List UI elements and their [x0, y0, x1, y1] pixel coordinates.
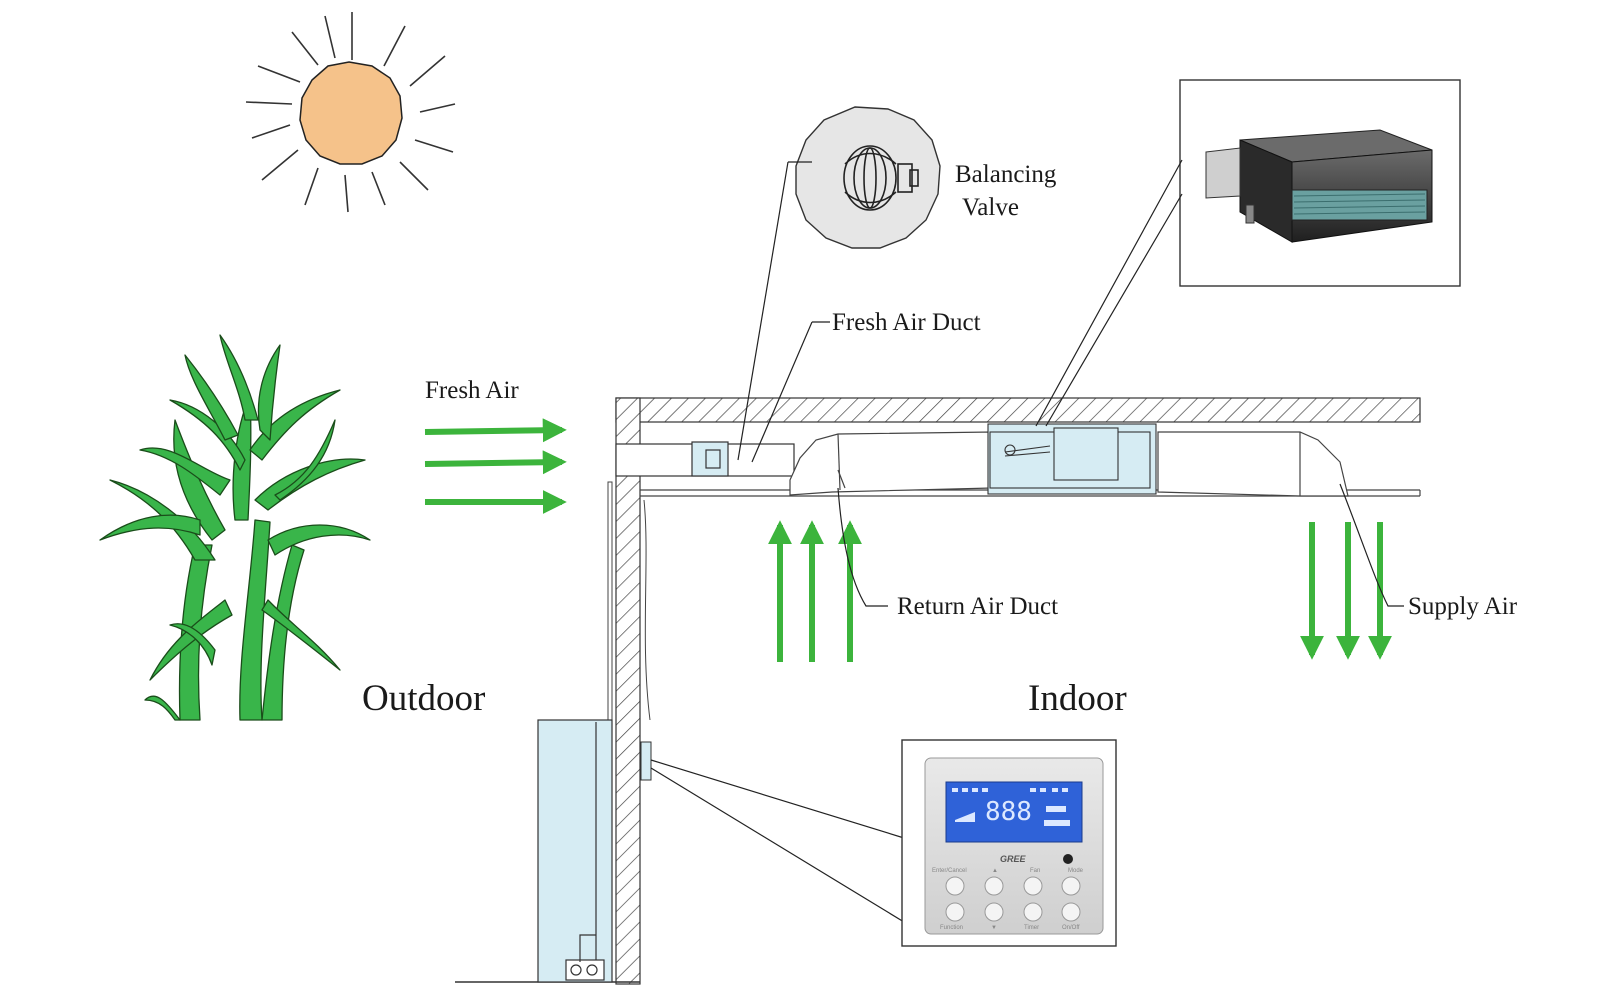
- controller-button-labels-bottom: Function ▼ Timer On/Off: [940, 925, 1080, 931]
- fresh-air-duct: [615, 441, 795, 477]
- on-off-button[interactable]: [1061, 902, 1081, 922]
- balancing-valve-icon: [843, 145, 919, 211]
- return-air-duct: [789, 431, 993, 496]
- indoor-duct-unit: [987, 423, 1167, 495]
- down-button[interactable]: [984, 902, 1004, 922]
- btn-label-up: ▲: [992, 868, 998, 874]
- fresh-air-duct-label: Fresh Air Duct: [832, 309, 981, 336]
- fan-button[interactable]: [1023, 876, 1043, 896]
- btn-label-enter-cancel: Enter/Cancel: [932, 868, 967, 874]
- tree-icon: [99, 334, 371, 721]
- btn-label-fan: Fan: [1030, 868, 1040, 874]
- btn-label-timer: Timer: [1024, 925, 1039, 931]
- enter-cancel-button[interactable]: [945, 876, 965, 896]
- controller-buttons: [945, 876, 1081, 922]
- mode-button[interactable]: [1061, 876, 1081, 896]
- fresh-air-arrows: [424, 418, 567, 514]
- indoor-unit-photo-callout: [1035, 79, 1461, 427]
- indoor-label: Indoor: [1028, 678, 1127, 719]
- btn-label-function: Function: [940, 925, 963, 931]
- supply-air-duct: [1157, 431, 1349, 497]
- sun-icon: [245, 12, 456, 213]
- lcd-readout: 888: [985, 797, 1032, 827]
- wired-controller-callout: 888 GREE Enter/Cancel ▲ Fan Mode: [901, 739, 1117, 947]
- btn-label-mode: Mode: [1068, 868, 1084, 874]
- balancing-valve-label-2: Valve: [962, 194, 1019, 221]
- up-button[interactable]: [984, 876, 1004, 896]
- return-air-duct-label: Return Air Duct: [897, 593, 1058, 620]
- btn-label-on-off: On/Off: [1062, 925, 1080, 931]
- floor-standing-unit: [537, 719, 613, 983]
- outdoor-label: Outdoor: [362, 678, 485, 719]
- label-leaders: [837, 483, 1404, 607]
- fresh-air-duct-leader: [751, 321, 830, 463]
- wall-controller-mount: [640, 741, 905, 923]
- fresh-air-label: Fresh Air: [425, 377, 519, 404]
- function-button[interactable]: [945, 902, 965, 922]
- controller-button-labels-top: Enter/Cancel ▲ Fan Mode: [932, 868, 1084, 874]
- ducted-unit-photo: [1205, 129, 1433, 243]
- controller-brand: GREE: [1000, 854, 1027, 864]
- balancing-valve-label-1: Balancing: [955, 161, 1057, 188]
- supply-air-label: Supply Air: [1408, 593, 1518, 620]
- btn-label-down: ▼: [991, 925, 997, 931]
- timer-button[interactable]: [1023, 902, 1043, 922]
- balancing-valve-callout: [737, 106, 941, 461]
- return-air-arrows: [768, 520, 862, 662]
- supply-air-arrows: [1300, 522, 1392, 660]
